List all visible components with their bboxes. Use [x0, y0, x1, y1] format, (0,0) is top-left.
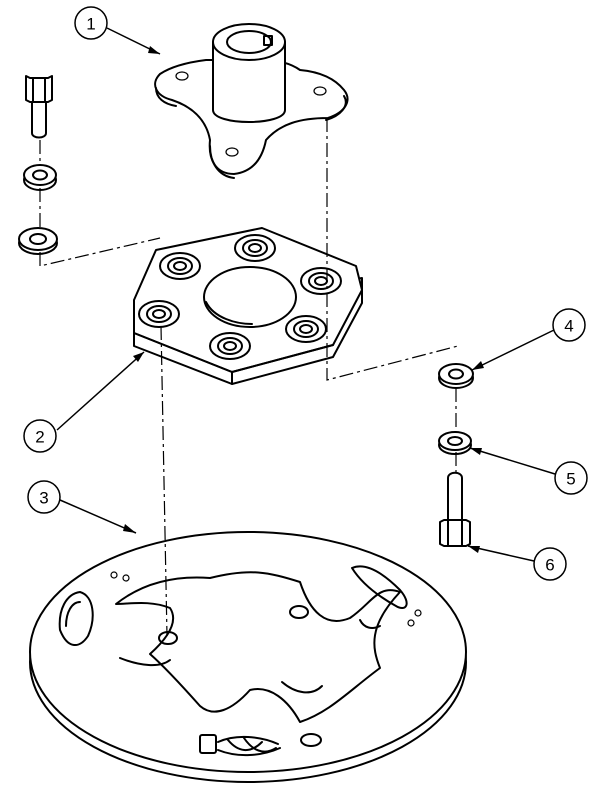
right-lock-washer — [438, 431, 472, 455]
callout-2: 2 — [23, 351, 145, 453]
coupling-plate — [133, 227, 363, 385]
right-hardware — [438, 363, 474, 547]
callout-5: 5 — [469, 447, 588, 495]
balloon-3-label: 3 — [39, 489, 48, 508]
left-hardware — [18, 75, 58, 255]
callout-1: 1 — [74, 6, 161, 55]
left-lock-washer — [23, 164, 57, 191]
assembly-centerlines — [39, 118, 459, 637]
right-flat-washer — [438, 363, 474, 389]
left-bolt — [25, 75, 53, 139]
wire-clip — [199, 734, 281, 757]
right-bolt — [439, 471, 471, 547]
balloon-1-label: 1 — [86, 15, 95, 34]
balloon-2-label: 2 — [35, 428, 44, 447]
callout-6: 6 — [467, 545, 567, 581]
callout-3: 3 — [27, 480, 137, 534]
left-flat-washer — [18, 227, 58, 255]
base-plate — [29, 531, 467, 783]
callout-4: 4 — [471, 308, 586, 371]
balloon-6-label: 6 — [545, 556, 554, 575]
rubber-bushings — [138, 234, 342, 360]
balloon-5-label: 5 — [566, 470, 575, 489]
balloon-4-label: 4 — [564, 317, 573, 336]
hub-flange — [154, 23, 349, 179]
